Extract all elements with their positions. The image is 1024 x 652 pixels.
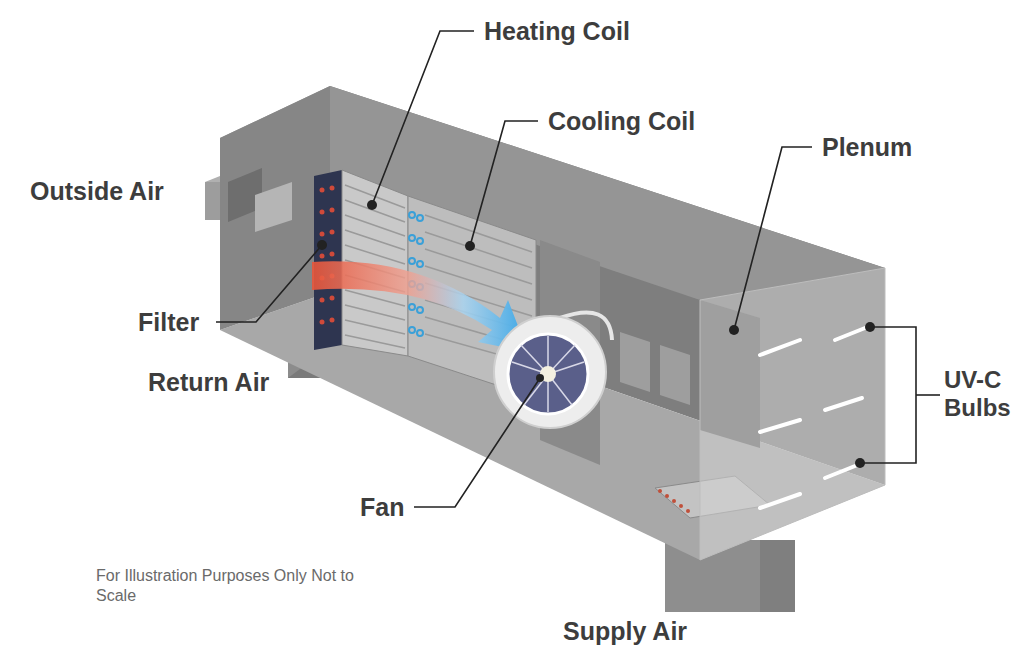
end-panel bbox=[700, 268, 885, 560]
part-label: UV-C Bulbs bbox=[944, 366, 1018, 422]
part-label: Cooling Coil bbox=[548, 106, 695, 136]
part-label: Fan bbox=[360, 492, 404, 522]
filter bbox=[314, 170, 342, 350]
part-label: Outside Air bbox=[30, 176, 164, 206]
part-label: Plenum bbox=[822, 132, 912, 162]
part-label: Heating Coil bbox=[484, 16, 630, 46]
leader-lines bbox=[216, 31, 940, 507]
housing bbox=[220, 86, 885, 560]
leader-dots bbox=[317, 200, 875, 468]
fan bbox=[494, 312, 612, 428]
footnote: For Illustration Purposes Only Not to Sc… bbox=[96, 566, 358, 606]
part-label: Filter bbox=[138, 307, 199, 337]
uv-c-bulbs bbox=[760, 326, 870, 508]
airflow-arrow bbox=[312, 261, 528, 352]
part-label: Return Air bbox=[148, 367, 269, 397]
part-label: Supply Air bbox=[563, 616, 687, 646]
